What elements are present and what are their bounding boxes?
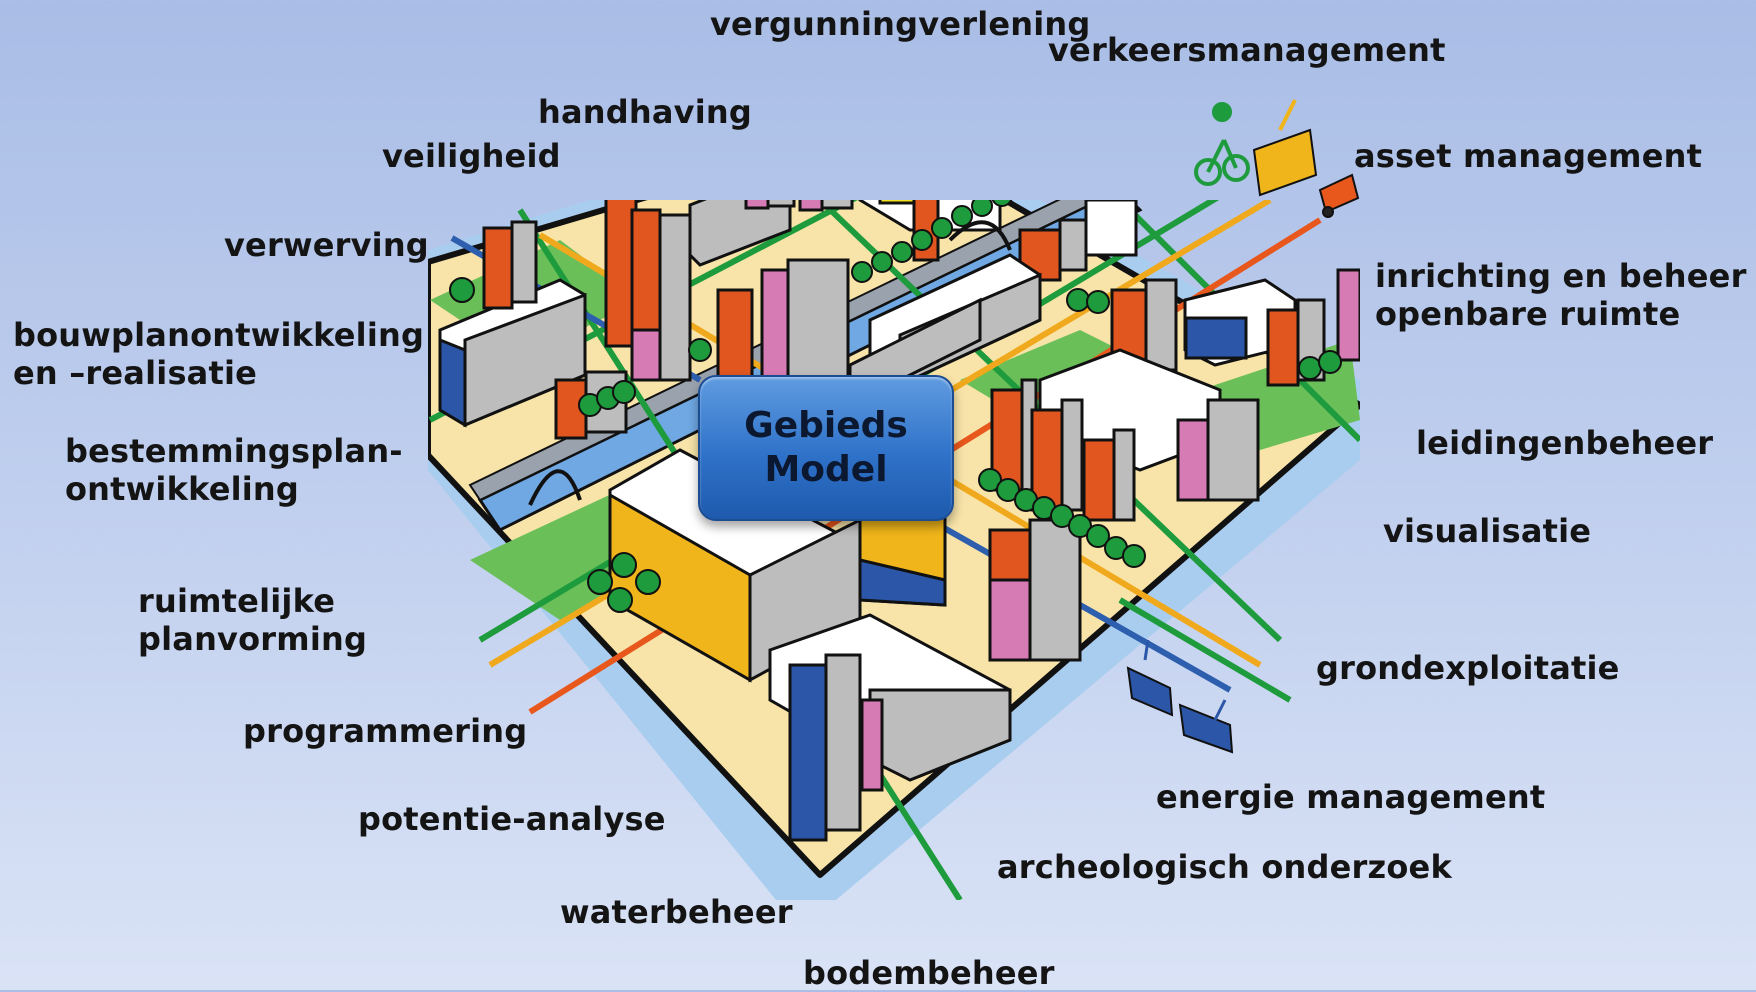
label-bouwplan-line2: en –realisatie xyxy=(13,354,258,392)
building xyxy=(858,558,947,607)
building xyxy=(1028,518,1082,662)
center-title-line1: Gebieds xyxy=(744,405,908,446)
building xyxy=(1058,218,1088,272)
label-waterbeheer: waterbeheer xyxy=(560,893,793,931)
train-icon xyxy=(1126,639,1234,754)
center-title-line2: Model xyxy=(764,449,888,490)
tram-icon xyxy=(1252,99,1318,197)
building xyxy=(510,220,538,304)
building xyxy=(716,288,754,387)
building xyxy=(788,663,828,842)
label-ruimtelijke-line1: ruimtelijke xyxy=(138,582,336,620)
label-inrichting-line1: inrichting en beheer xyxy=(1375,257,1747,295)
label-bestemmingsplan-line1: bestemmingsplan- xyxy=(65,432,403,470)
bicycle-icon xyxy=(1194,102,1250,186)
building xyxy=(1206,398,1260,502)
label-verkeersmanagement: verkeersmanagement xyxy=(1048,31,1446,69)
label-bodembeheer: bodembeheer xyxy=(803,954,1055,992)
building xyxy=(658,213,692,382)
building xyxy=(688,200,792,267)
label-inrichting-line2: openbare ruimte xyxy=(1375,295,1681,333)
building xyxy=(820,200,854,210)
label-bouwplan-line1: bouwplanontwikkeling xyxy=(13,316,425,354)
gebieds-model-box: Gebieds Model xyxy=(698,375,954,521)
building xyxy=(766,200,796,208)
label-programmering: programmering xyxy=(243,712,528,750)
label-grondexploitatie: grondexploitatie xyxy=(1316,649,1620,687)
building xyxy=(1060,398,1084,512)
building xyxy=(744,200,770,210)
label-ruimtelijke-line2: planvorming xyxy=(138,620,368,658)
bridge xyxy=(948,220,1012,251)
label-potentie-analyse: potentie-analyse xyxy=(358,800,666,838)
building xyxy=(482,226,514,310)
building xyxy=(824,653,862,832)
building xyxy=(786,258,850,382)
label-asset-management: asset management xyxy=(1354,137,1703,175)
tree-group xyxy=(449,200,1342,613)
label-leidingenbeheer: leidingenbeheer xyxy=(1416,424,1714,462)
building xyxy=(1176,418,1210,502)
green-line xyxy=(1118,597,1292,703)
building xyxy=(1144,278,1178,372)
label-verwerving: verwerving xyxy=(224,226,429,264)
park-area xyxy=(830,120,1000,200)
building xyxy=(988,578,1032,662)
building xyxy=(1266,308,1300,387)
label-bestemmingsplan-line2: ontwikkeling xyxy=(65,470,300,508)
building xyxy=(860,698,884,792)
label-veiligheid: veiligheid xyxy=(382,137,561,175)
label-energie-management: energie management xyxy=(1156,778,1546,816)
building xyxy=(1184,316,1248,360)
building xyxy=(630,328,662,382)
bridge xyxy=(528,469,582,506)
building xyxy=(1336,268,1360,362)
label-visualisatie: visualisatie xyxy=(1383,512,1592,550)
label-handhaving: handhaving xyxy=(538,93,752,131)
label-archeologisch-onderzoek: archeologisch onderzoek xyxy=(997,848,1452,886)
label-vergunningverlening: vergunningverlening xyxy=(710,5,1091,43)
building xyxy=(438,337,467,428)
building xyxy=(878,200,922,205)
building xyxy=(1084,200,1138,257)
building xyxy=(1082,438,1116,522)
building xyxy=(760,268,790,392)
building xyxy=(1112,428,1136,522)
building xyxy=(798,200,824,212)
car-icon xyxy=(1318,173,1360,218)
